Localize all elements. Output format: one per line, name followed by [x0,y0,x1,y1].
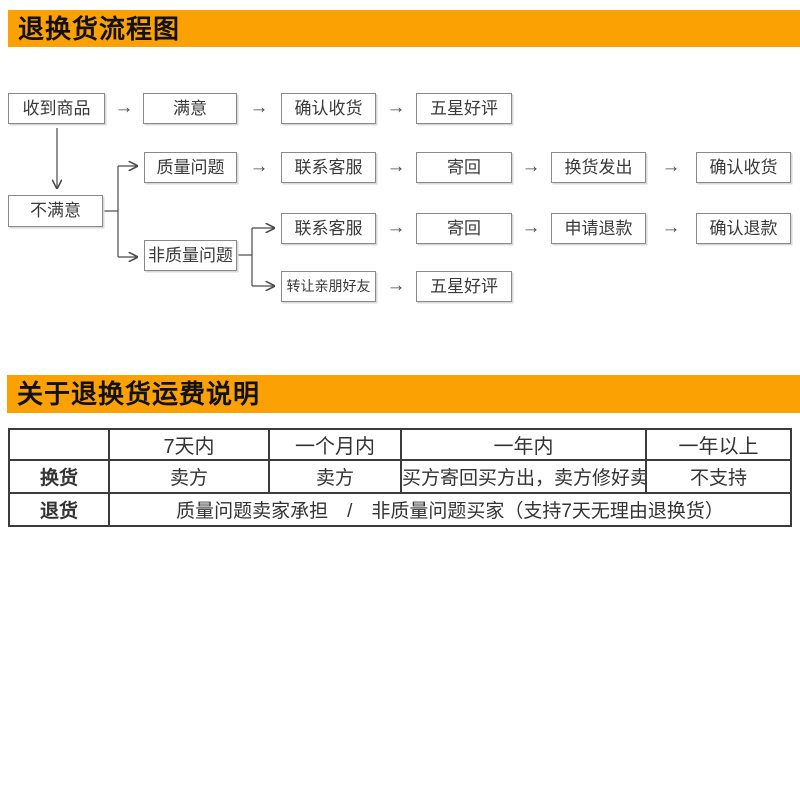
header-cell-empty [8,428,110,461]
flow-node-confirm-receipt: 确认收货 [281,93,376,124]
table-row-return: 退货 质量问题卖家承担 / 非质量问题买家（支持7天无理由退换货） [8,492,792,527]
section2-title: 关于退换货运费说明 [17,379,261,409]
table-header-row: 7天内 一个月内 一年内 一年以上 [8,428,792,461]
section2-title-bar: 关于退换货运费说明 [7,375,800,413]
flow-node-five-star: 五星好评 [416,93,512,124]
flow-node-contact-cs-1: 联系客服 [281,152,376,183]
flow-node-exchange-sent: 换货发出 [551,152,646,183]
cell-exchange-month: 卖方 [268,459,402,494]
header-cell-over-year: 一年以上 [645,428,792,461]
flow-node-confirm-receipt-2: 确认收货 [696,152,791,183]
flow-node-quality-issue: 质量问题 [144,152,237,183]
flow-node-request-refund: 申请退款 [551,213,646,244]
flowchart-connectors [0,128,800,330]
flow-node-unsatisfied: 不满意 [8,195,103,227]
row-label-exchange: 换货 [8,459,110,494]
arrow-right-icon: → [114,97,134,118]
header-cell-one-month: 一个月内 [268,428,402,461]
fee-table: 7天内 一个月内 一年内 一年以上 换货 卖方 卖方 买方寄回买方出，卖方修好卖… [8,428,792,527]
arrow-right-icon: → [386,156,406,177]
arrow-right-icon: → [521,217,541,238]
cell-exchange-over-year: 不支持 [645,459,792,494]
table-row-exchange: 换货 卖方 卖方 买方寄回买方出，卖方修好卖方出 不支持 [8,459,792,494]
arrow-right-icon: → [661,217,681,238]
cell-return-policy: 质量问题卖家承担 / 非质量问题买家（支持7天无理由退换货） [108,492,792,527]
flow-node-confirm-refund: 确认退款 [696,213,791,244]
flow-node-satisfied: 满意 [143,93,237,124]
header-cell-7days: 7天内 [108,428,270,461]
arrow-right-icon: → [386,217,406,238]
header-cell-one-year: 一年内 [400,428,647,461]
section1-title-bar: 退换货流程图 [8,10,800,47]
flow-node-received: 收到商品 [8,93,105,124]
arrow-right-icon: → [661,156,681,177]
flow-node-send-back-1: 寄回 [416,152,512,183]
cell-exchange-year: 买方寄回买方出，卖方修好卖方出 [400,459,647,494]
flow-node-send-back-2: 寄回 [416,213,512,244]
arrow-right-icon: → [521,156,541,177]
arrow-right-icon: → [386,97,406,118]
cell-exchange-7days: 卖方 [108,459,270,494]
flow-node-non-quality-issue: 非质量问题 [144,240,237,271]
flow-node-five-star-2: 五星好评 [416,271,512,302]
section1-title: 退换货流程图 [18,14,181,44]
flow-node-give-to-friends: 转让亲朋好友 [281,271,376,302]
arrow-right-icon: → [249,156,269,177]
arrow-right-icon: → [249,97,269,118]
flow-node-contact-cs-2: 联系客服 [281,213,376,244]
row-label-return: 退货 [8,492,110,527]
arrow-right-icon: → [386,275,406,296]
